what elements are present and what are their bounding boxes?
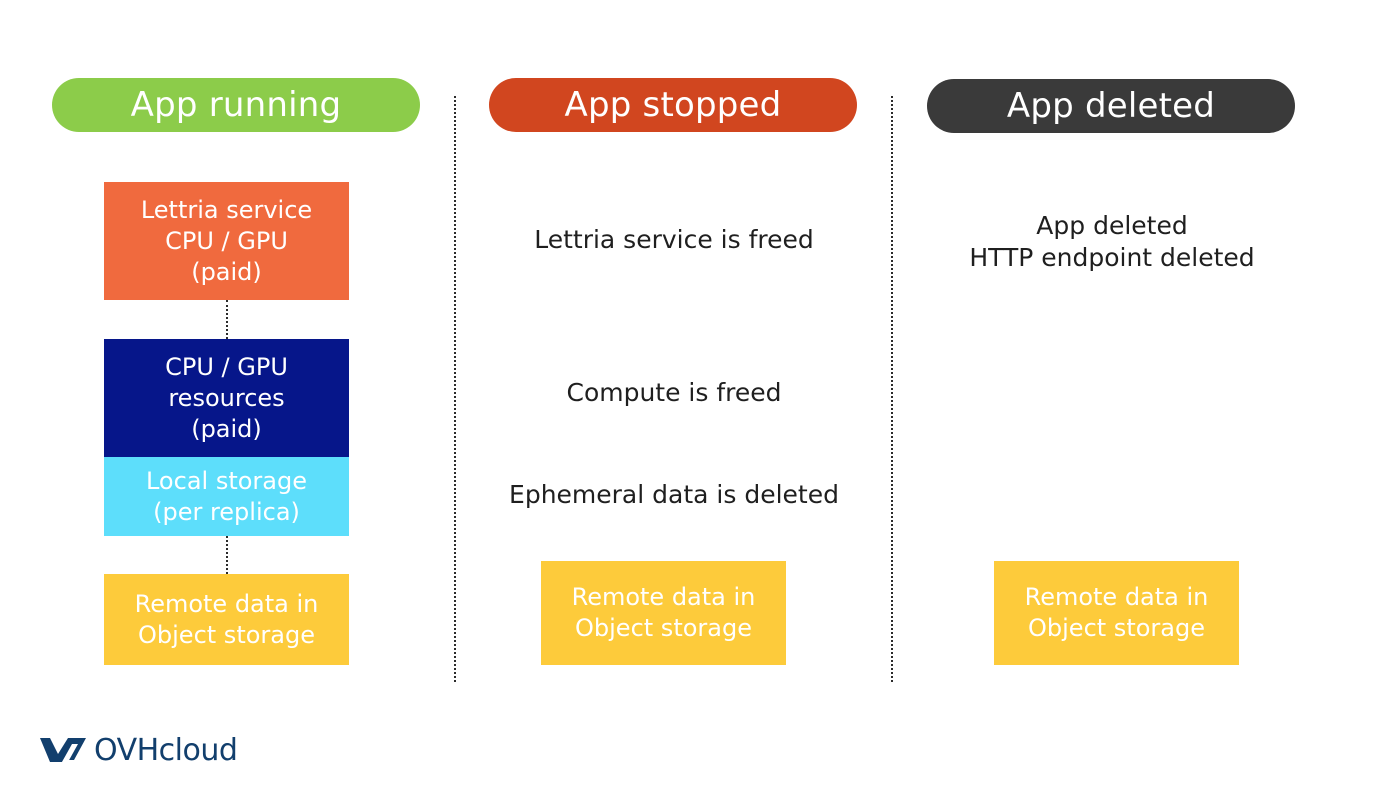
object-storage-box-stopped: Remote data in Object storage xyxy=(541,561,786,665)
object-storage-deleted-line-2: Object storage xyxy=(1028,614,1205,642)
compute-freed-note: Compute is freed xyxy=(566,378,782,407)
object-storage-box-deleted: Remote data in Object storage xyxy=(994,561,1239,665)
object-storage-running-line-2: Object storage xyxy=(138,620,315,649)
object-storage-stopped-line-2: Object storage xyxy=(575,614,752,642)
local-storage-box: Local storage (per replica) xyxy=(104,457,349,536)
service-freed-note: Lettria service is freed xyxy=(534,225,814,254)
compute-resources-box: CPU / GPU resources (paid) xyxy=(104,339,349,457)
connector-service-compute xyxy=(226,300,228,339)
ovhcloud-logo: OVHcloud xyxy=(38,730,238,770)
ovhcloud-logo-text: OVHcloud xyxy=(94,732,238,768)
app-deleted-notes: App deleted HTTP endpoint deleted xyxy=(927,210,1297,274)
app-deleted-note-line-1: App deleted xyxy=(1036,211,1188,240)
compute-resources-line-2: resources xyxy=(168,383,285,412)
lettria-service-line-1: Lettria service xyxy=(140,195,313,224)
object-storage-running-line-1: Remote data in xyxy=(134,589,319,618)
app-deleted-pill: App deleted xyxy=(927,79,1295,133)
object-storage-stopped-line-1: Remote data in xyxy=(571,583,756,611)
column-separator-right xyxy=(891,96,893,682)
lettria-service-box: Lettria service CPU / GPU (paid) xyxy=(104,182,349,300)
ephemeral-deleted-note: Ephemeral data is deleted xyxy=(509,480,839,509)
lettria-service-line-2: CPU / GPU xyxy=(165,226,288,255)
local-storage-line-1: Local storage xyxy=(145,466,307,495)
app-stopped-pill: App stopped xyxy=(489,78,857,132)
compute-resources-line-3: (paid) xyxy=(191,414,262,443)
http-endpoint-deleted-note: HTTP endpoint deleted xyxy=(969,243,1255,272)
connector-local-object xyxy=(226,536,228,574)
lettria-service-line-3: (paid) xyxy=(191,257,262,286)
app-running-pill: App running xyxy=(52,78,420,132)
object-storage-box-running: Remote data in Object storage xyxy=(104,574,349,665)
object-storage-deleted-line-1: Remote data in xyxy=(1024,583,1209,611)
column-separator-left xyxy=(454,96,456,682)
local-storage-line-2: (per replica) xyxy=(153,497,300,526)
compute-resources-line-1: CPU / GPU xyxy=(165,352,288,381)
ovhcloud-logo-icon xyxy=(40,738,86,762)
